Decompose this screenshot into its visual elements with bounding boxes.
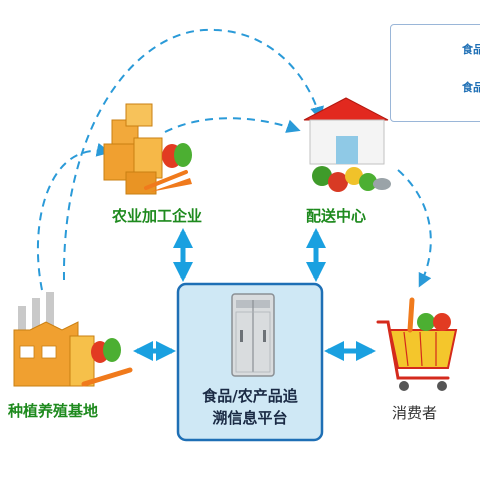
flow-distribution-to-consumer (397, 169, 432, 288)
platform-label-line2: 溯信息平台 (212, 409, 288, 427)
flow-processing-to-distribution (164, 117, 301, 133)
legend-box (390, 24, 480, 122)
farm-base-icon (13, 292, 133, 387)
legend-label-info-flow: 食品 (462, 81, 480, 94)
platform-label: 食品/农产品追 溯信息平台 (178, 385, 322, 429)
consumer-label: 消费者 (392, 404, 438, 422)
processing-enterprise-icon (103, 103, 192, 195)
flow-farm-to-processing (36, 142, 111, 291)
flow-farm-to-distribution-arc (62, 28, 324, 281)
distribution-center-icon (303, 97, 391, 192)
platform-label-line1: 食品/农产品追 (202, 387, 298, 405)
server-icon (231, 293, 275, 377)
legend-label-food-flow: 食品 (462, 43, 480, 56)
distribution-center-label: 配送中心 (306, 207, 367, 225)
processing-enterprise-label: 农业加工企业 (112, 207, 203, 225)
shopping-cart-icon (376, 297, 458, 391)
farm-base-label: 种植养殖基地 (8, 402, 99, 420)
